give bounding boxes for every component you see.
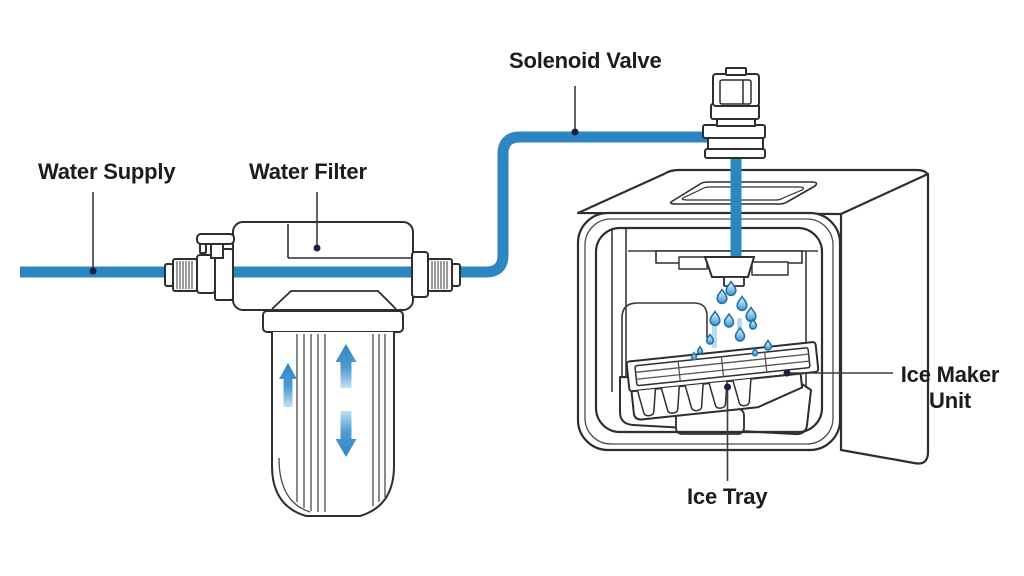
arrow-up-icon (279, 363, 297, 407)
supply-pipe (20, 131, 730, 278)
ice-tray-label: Ice Tray (687, 484, 768, 509)
arrow-up-icon (335, 344, 357, 388)
filter-fittings (164, 233, 461, 301)
cabinet-top-recess-inner (681, 186, 805, 201)
leader-dots (89, 128, 791, 391)
ice-maker-unit-label-line1: Ice Maker (900, 362, 1000, 387)
ice-tray-illustration (625, 341, 820, 421)
ice-maker-illustration (576, 168, 930, 465)
filter-sump (271, 332, 395, 517)
cabinet-right-face (839, 172, 930, 465)
water-filter-label: Water Filter (249, 159, 367, 184)
flow-arrows (279, 344, 357, 457)
cabinet-front-frame-mid (584, 218, 834, 445)
filter-ring (262, 310, 404, 333)
filter-petcock (196, 233, 235, 245)
leader-lines (92, 86, 893, 481)
arrow-down-icon (335, 411, 357, 457)
filter-head-body (232, 221, 414, 311)
ice-tray-pockets (636, 378, 752, 417)
solenoid-valve-label: Solenoid Valve (509, 48, 662, 73)
ice-tray-grid (635, 352, 810, 382)
ice-maker-unit-label-line2: Unit (929, 388, 971, 413)
cabinet-front-opening (594, 226, 824, 434)
filter-sump-ribs (278, 334, 386, 513)
cabinet-top-recess (669, 181, 818, 205)
solenoid-valve-illustration (702, 67, 766, 159)
water-supply-label: Water Supply (38, 159, 176, 184)
water-droplets (691, 280, 772, 360)
interior-arch (621, 302, 708, 386)
ice-maker-unit-label: Ice Maker Unit (886, 362, 1014, 414)
water-filter-illustration (232, 221, 414, 517)
filter-head-shoulder (271, 290, 397, 310)
filter-head-cap-lines (287, 224, 411, 259)
